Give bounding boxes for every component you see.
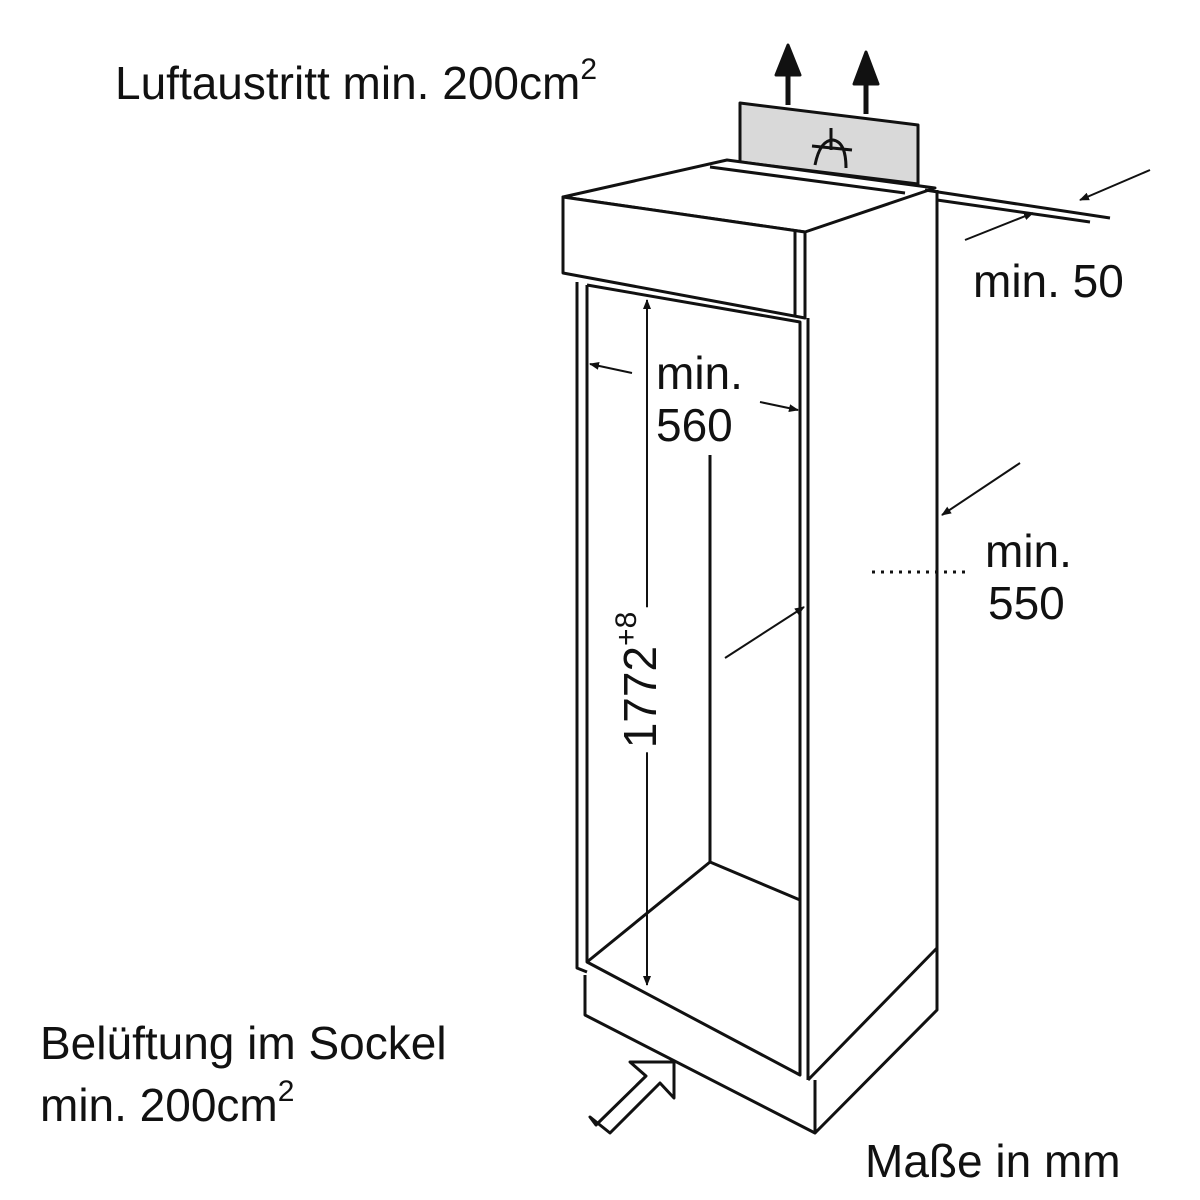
gap-top-label: min. 50 xyxy=(973,255,1124,307)
width-label-line1: min. xyxy=(656,347,743,399)
width-label-line2: 560 xyxy=(656,399,733,451)
top-cap-front xyxy=(561,195,807,320)
units-note: Maße in mm xyxy=(865,1135,1121,1187)
cabinet-body xyxy=(575,190,939,1135)
plinth-vent-label-line2: min. 200cm2 xyxy=(40,1075,295,1131)
height-label: 1772+8 xyxy=(610,607,667,753)
fan-icon xyxy=(811,128,853,169)
air-in-arrow xyxy=(588,1060,676,1135)
air-out-arrows xyxy=(774,43,880,114)
plinth-vent-label-line1: Belüftung im Sockel xyxy=(40,1017,447,1069)
air-outlet-label: Luftaustritt min. 200cm2 xyxy=(115,53,597,109)
depth-label-line1: min. xyxy=(985,525,1072,577)
vent-panel xyxy=(738,101,920,186)
depth-label-line2: 550 xyxy=(988,577,1065,629)
